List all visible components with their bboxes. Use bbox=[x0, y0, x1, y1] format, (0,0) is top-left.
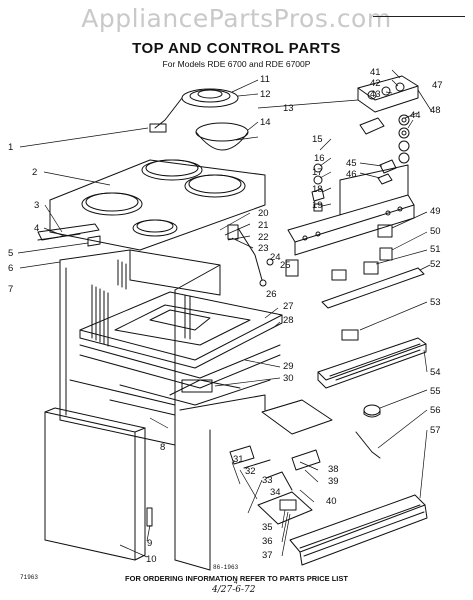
callout-10d: 16 bbox=[314, 153, 325, 164]
callout-29: 29 bbox=[283, 361, 294, 372]
cooktop-panel bbox=[49, 159, 266, 251]
trim-strips bbox=[317, 267, 427, 389]
callout-55: 55 bbox=[430, 386, 441, 397]
ordering-note: FOR ORDERING INFORMATION REFER TO PARTS … bbox=[125, 574, 348, 583]
diagram-title: TOP AND CONTROL PARTS bbox=[132, 40, 341, 57]
callout-52: 52 bbox=[430, 259, 441, 270]
side-trim bbox=[37, 223, 101, 247]
left-code: 71963 bbox=[20, 574, 39, 581]
bottom-bracket bbox=[229, 399, 333, 525]
callout-43: 43 bbox=[370, 89, 381, 100]
callout-11: 11 bbox=[260, 74, 270, 85]
oven-liner bbox=[79, 291, 283, 369]
figure-code: 86-1963 bbox=[213, 564, 239, 571]
callout-31: 31 bbox=[233, 454, 244, 465]
callout-12: 12 bbox=[260, 89, 271, 100]
callout-49: 49 bbox=[430, 206, 441, 217]
back-frame bbox=[174, 409, 211, 571]
callout-13: 13 bbox=[283, 103, 294, 114]
callout-56: 56 bbox=[430, 405, 441, 416]
callout-39: 39 bbox=[328, 476, 339, 487]
diagram-subtitle: For Models RDE 6700 and RDE 6700P bbox=[162, 59, 311, 69]
callout-24: 24 bbox=[270, 252, 281, 263]
callout-1: 1 bbox=[8, 142, 13, 153]
lower-frame bbox=[69, 344, 281, 441]
callout-20: 20 bbox=[258, 208, 269, 219]
callout-32: 32 bbox=[245, 466, 256, 477]
callout-48: 48 bbox=[430, 105, 441, 116]
callout-6: 6 bbox=[8, 263, 13, 274]
callout-50: 50 bbox=[430, 226, 441, 237]
callout-5: 5 bbox=[8, 248, 13, 259]
callout-47: 47 bbox=[432, 80, 443, 91]
callout-35: 35 bbox=[262, 522, 273, 533]
control-panel bbox=[287, 164, 415, 256]
lower-right-parts bbox=[289, 404, 428, 566]
callout-45: 45 bbox=[346, 158, 357, 169]
callout-37: 37 bbox=[262, 550, 273, 561]
callout-34: 34 bbox=[270, 487, 281, 498]
watermark: AppliancePartsPros.com bbox=[81, 4, 392, 33]
callout-10f: 18 bbox=[312, 184, 323, 195]
callout-36: 36 bbox=[262, 536, 273, 547]
callout-53: 53 bbox=[430, 297, 441, 308]
callout-26: 26 bbox=[266, 289, 277, 300]
callout-8: 8 bbox=[160, 442, 165, 453]
page-marker: 4 bbox=[234, 580, 238, 586]
callout-10b: 14 bbox=[260, 117, 271, 128]
callout-10: 10 bbox=[146, 554, 157, 565]
callout-23: 23 bbox=[258, 243, 269, 254]
callout-21: 21 bbox=[258, 220, 269, 231]
callout-42: 42 bbox=[370, 78, 381, 89]
right-switches bbox=[363, 224, 393, 275]
callout-30: 30 bbox=[283, 373, 294, 384]
callout-41: 41 bbox=[370, 67, 381, 78]
callout-7: 7 bbox=[8, 284, 13, 295]
drawer-panel bbox=[44, 407, 153, 561]
callout-27: 27 bbox=[283, 301, 294, 312]
surface-element bbox=[149, 88, 249, 151]
callout-40: 40 bbox=[326, 496, 337, 507]
callout-4: 4 bbox=[34, 223, 39, 234]
callout-51: 51 bbox=[430, 244, 441, 255]
callout-10e: 17 bbox=[312, 167, 323, 178]
switch-block bbox=[357, 75, 419, 135]
callout-57: 57 bbox=[430, 425, 441, 436]
callout-3: 3 bbox=[34, 200, 39, 211]
callout-54: 54 bbox=[430, 367, 441, 378]
callout-44: 44 bbox=[410, 110, 421, 121]
callout-9: 9 bbox=[147, 538, 152, 549]
callout-labels: 11 12 13 14 15 16 17 18 19 1 2 3 4 5 6 7… bbox=[8, 67, 443, 565]
callout-25: 25 bbox=[280, 260, 291, 271]
control-knobs bbox=[377, 114, 410, 185]
callout-28: 28 bbox=[283, 315, 294, 326]
handwritten-note: 4/27-6-72 bbox=[212, 585, 256, 595]
leader-lines bbox=[17, 69, 433, 558]
callout-10g: 19 bbox=[312, 200, 323, 211]
range-body bbox=[59, 249, 221, 446]
callout-38: 38 bbox=[328, 464, 339, 475]
callout-22: 22 bbox=[258, 232, 269, 243]
callout-10c: 15 bbox=[312, 134, 323, 145]
callout-2: 2 bbox=[32, 167, 37, 178]
callout-33: 33 bbox=[262, 475, 273, 486]
corner-rule bbox=[373, 16, 465, 17]
callout-46: 46 bbox=[346, 169, 357, 180]
control-components bbox=[311, 163, 325, 212]
